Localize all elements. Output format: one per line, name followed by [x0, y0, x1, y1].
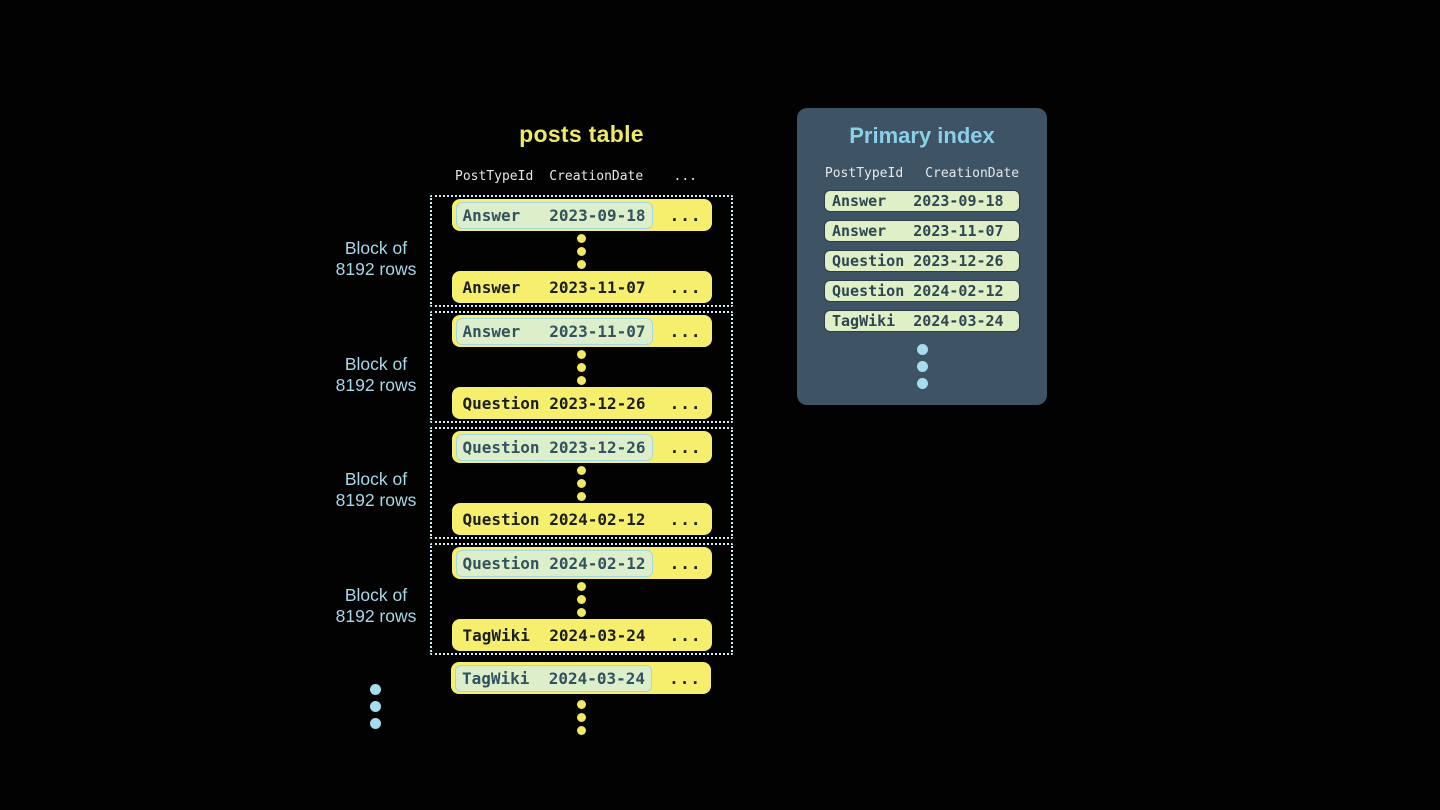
row-ellipsis: ... [669, 277, 702, 297]
posts-table-header: PostTypeId CreationDate ... [430, 168, 733, 184]
index-entry: TagWiki 2024-03-24 [824, 310, 1020, 332]
cell-creation-date: 2024-03-24 [549, 625, 646, 645]
header-creation-date: CreationDate [925, 166, 1020, 181]
table-row-block-end: Question 2024-02-12 ... [451, 503, 712, 535]
posts-table: posts table PostTypeId CreationDate ... … [430, 120, 733, 735]
more-index-entries-ellipsis-dots [797, 344, 1047, 389]
cell-post-type: Answer [462, 205, 521, 225]
table-row-block-end: Answer 2023-11-07 ... [451, 271, 712, 303]
header-post-type-id: PostTypeId [455, 168, 534, 184]
table-row-block-start: Question 2024-02-12 ... [451, 547, 712, 579]
cell-creation-date: 2023-09-18 [549, 205, 646, 225]
index-entry-highlight: TagWiki 2024-03-24 [455, 664, 653, 692]
block-label-line1: Block of [344, 469, 408, 489]
cell-creation-date: 2024-02-12 [549, 553, 646, 573]
row-ellipsis: ... [669, 205, 702, 225]
header-creation-date: CreationDate [549, 168, 644, 184]
row-ellipsis: ... [669, 625, 702, 645]
block-label-line2: 8192 rows [335, 259, 417, 279]
primary-index-header: PostTypeId CreationDate [797, 166, 1047, 182]
block-size-label: Block of 8192 rows [301, 354, 451, 396]
table-row-next-block-start: TagWiki 2024-03-24 ... [451, 662, 711, 694]
cell-post-type: Answer [462, 277, 521, 297]
cell-creation-date: 2023-09-18 [913, 192, 1004, 210]
row-ellipsis: ... [669, 393, 702, 413]
cell-post-type: Question [462, 553, 540, 573]
index-entry: Question 2024-02-12 [824, 280, 1020, 302]
cell-post-type: Answer [462, 321, 521, 341]
table-row-block-start: Answer 2023-11-07 ... [451, 315, 712, 347]
index-entry: Answer 2023-11-07 [824, 220, 1020, 242]
index-entry-highlight: Question 2023-12-26 [455, 433, 653, 461]
posts-block-4: Question 2024-02-12 ... TagWiki 2024-03-… [430, 543, 733, 655]
row-ellipsis: ... [669, 553, 702, 573]
cell-post-type: Answer [832, 222, 887, 240]
block-label-line1: Block of [344, 585, 408, 605]
block-size-label: Block of 8192 rows [301, 585, 451, 627]
cell-post-type: Question [462, 393, 540, 413]
cell-creation-date: 2023-12-26 [549, 437, 646, 457]
index-entry-highlight: Answer 2023-09-18 [455, 201, 653, 229]
cell-post-type: TagWiki [462, 625, 530, 645]
posts-table-title: posts table [519, 121, 644, 147]
cell-creation-date: 2023-11-07 [913, 222, 1004, 240]
rows-ellipsis-dots [577, 581, 586, 617]
header-post-type-id: PostTypeId [824, 166, 904, 181]
row-ellipsis: ... [669, 509, 702, 529]
block-size-label: Block of 8192 rows [301, 469, 451, 511]
rows-ellipsis-dots [577, 233, 586, 269]
table-row-block-end: Question 2023-12-26 ... [451, 387, 712, 419]
primary-index-title: Primary index [849, 123, 995, 148]
cell-creation-date: 2024-03-24 [913, 312, 1004, 330]
cell-post-type: Question [832, 282, 905, 300]
posts-block-1: Answer 2023-09-18 ... Answer 2023-11-07 … [430, 195, 733, 307]
row-ellipsis: ... [669, 321, 702, 341]
header-more-columns: ... [673, 168, 697, 184]
cell-creation-date: 2023-11-07 [549, 277, 646, 297]
row-ellipsis: ... [669, 437, 702, 457]
primary-index-panel: Primary index PostTypeId CreationDate An… [797, 108, 1047, 405]
index-entry: Question 2023-12-26 [824, 250, 1020, 272]
block-label-line2: 8192 rows [335, 490, 417, 510]
table-row-block-end: TagWiki 2024-03-24 ... [451, 619, 712, 651]
more-rows-ellipsis-dots [430, 700, 733, 735]
block-size-label: Block of 8192 rows [301, 238, 451, 280]
row-ellipsis: ... [669, 668, 701, 688]
cell-creation-date: 2024-02-12 [549, 509, 646, 529]
block-label-line2: 8192 rows [335, 375, 417, 395]
table-row-block-start: Question 2023-12-26 ... [451, 431, 712, 463]
posts-block-2: Answer 2023-11-07 ... Question 2023-12-2… [430, 311, 733, 423]
block-label-line1: Block of [344, 238, 408, 258]
cell-creation-date: 2023-12-26 [549, 393, 646, 413]
block-label-line1: Block of [344, 354, 408, 374]
cell-creation-date: 2023-11-07 [549, 321, 646, 341]
row-cells: Question 2024-02-12 [456, 506, 653, 533]
cell-creation-date: 2023-12-26 [913, 252, 1004, 270]
rows-ellipsis-dots [577, 349, 586, 385]
row-cells: Question 2023-12-26 [456, 390, 653, 417]
index-entry-highlight: Answer 2023-11-07 [455, 317, 653, 345]
cell-creation-date: 2024-03-24 [548, 668, 646, 688]
index-entry-highlight: Question 2024-02-12 [455, 549, 653, 577]
row-cells: TagWiki 2024-03-24 [456, 622, 653, 649]
rows-ellipsis-dots [577, 465, 586, 501]
cell-post-type: TagWiki [462, 668, 530, 688]
cell-post-type: Question [462, 509, 540, 529]
posts-block-3: Question 2023-12-26 ... Question 2024-02… [430, 427, 733, 539]
cell-post-type: TagWiki [832, 312, 896, 330]
cell-post-type: Answer [832, 192, 887, 210]
more-blocks-ellipsis-dots [370, 684, 381, 729]
cell-creation-date: 2024-02-12 [913, 282, 1004, 300]
table-row-block-start: Answer 2023-09-18 ... [451, 199, 712, 231]
cell-post-type: Question [462, 437, 540, 457]
row-cells: Answer 2023-11-07 [456, 274, 653, 301]
block-label-line2: 8192 rows [335, 606, 417, 626]
cell-post-type: Question [832, 252, 905, 270]
index-entry: Answer 2023-09-18 [824, 190, 1020, 212]
